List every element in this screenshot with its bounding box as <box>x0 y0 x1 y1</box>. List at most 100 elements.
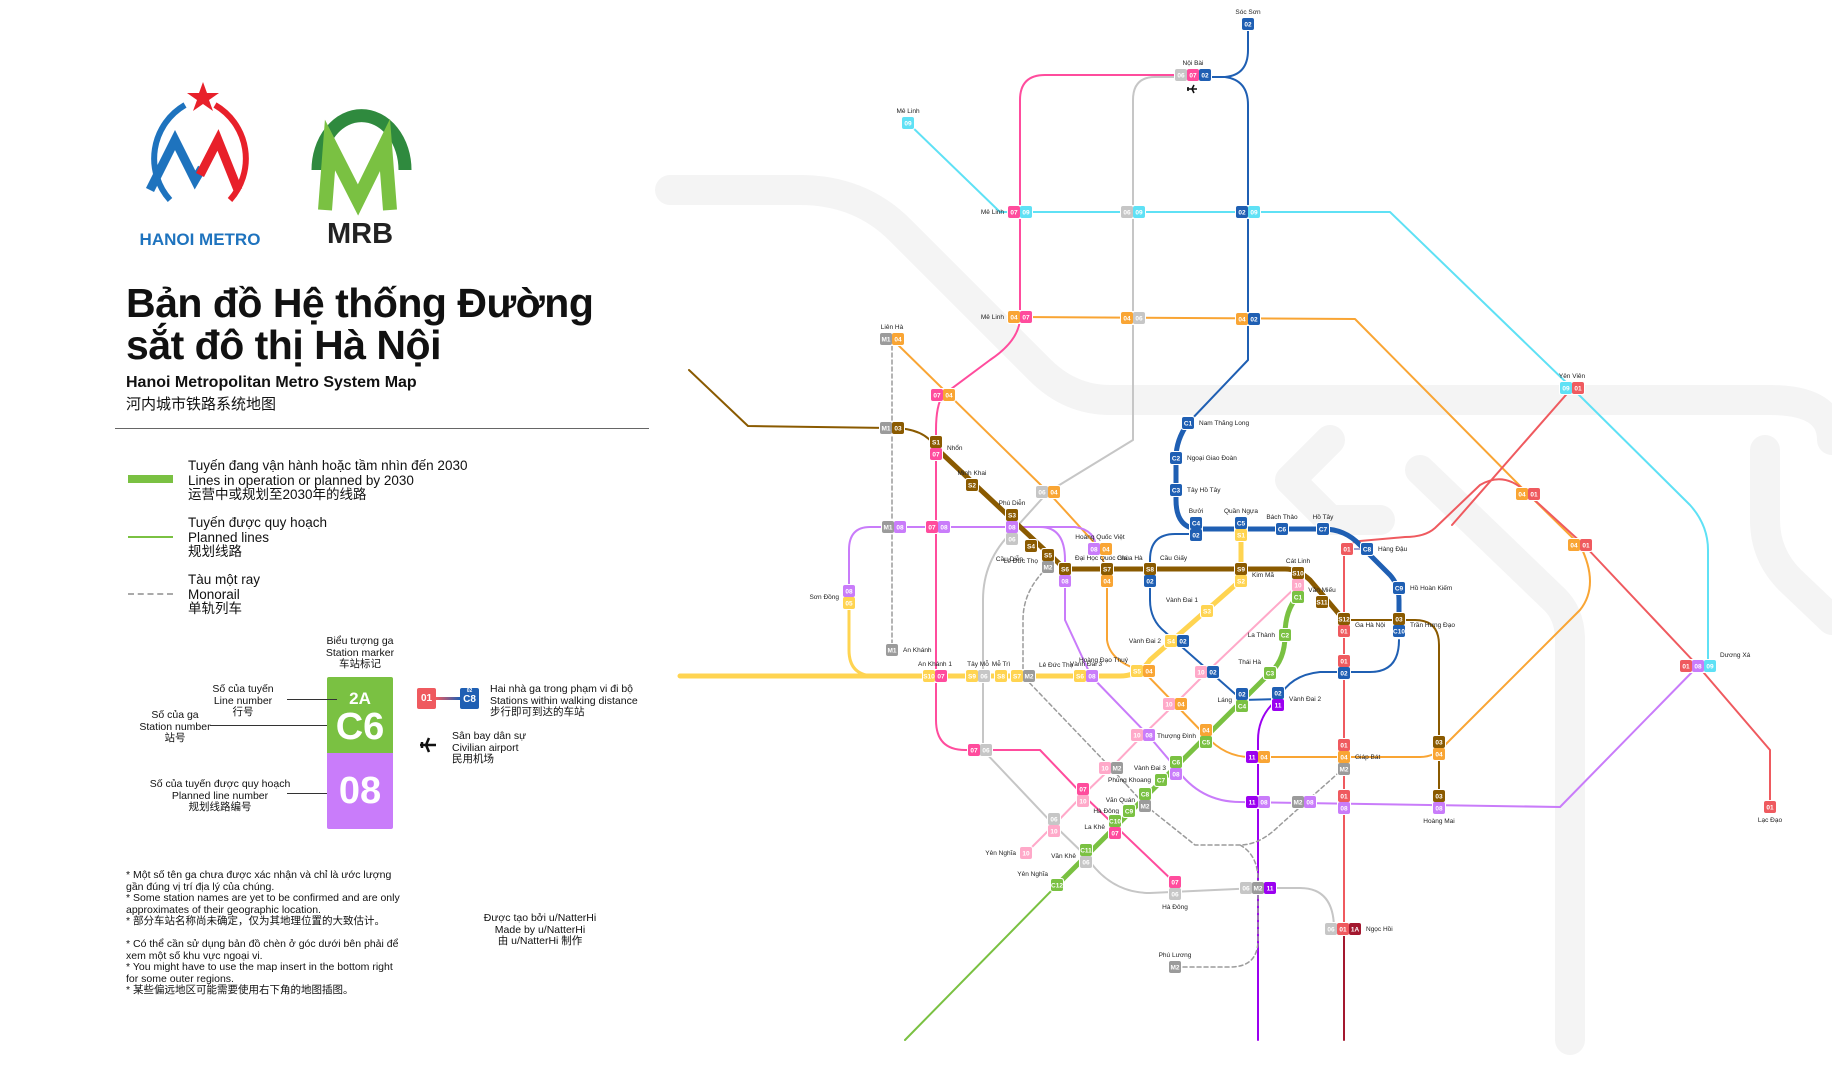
sample-line-number: 2A <box>349 689 371 708</box>
station-marker[interactable]: 01 <box>1340 542 1354 556</box>
subtitle-en: Hanoi Metropolitan Metro System Map <box>126 374 417 391</box>
divider <box>115 428 649 429</box>
line-07-badge <box>935 670 947 682</box>
line-01-badge <box>1572 382 1584 394</box>
line-02-badge <box>1272 687 1284 699</box>
station-label: Trần Hưng Đạo <box>1410 620 1455 629</box>
station-label: Phú Lương <box>1159 952 1192 959</box>
line-03-badge <box>1393 613 1405 625</box>
line-2a-badge <box>1123 805 1135 817</box>
airport-icon <box>1187 84 1197 94</box>
line-08-badge <box>1258 796 1270 808</box>
station-code: 06 <box>980 673 988 680</box>
line-04-badge <box>1338 751 1350 763</box>
